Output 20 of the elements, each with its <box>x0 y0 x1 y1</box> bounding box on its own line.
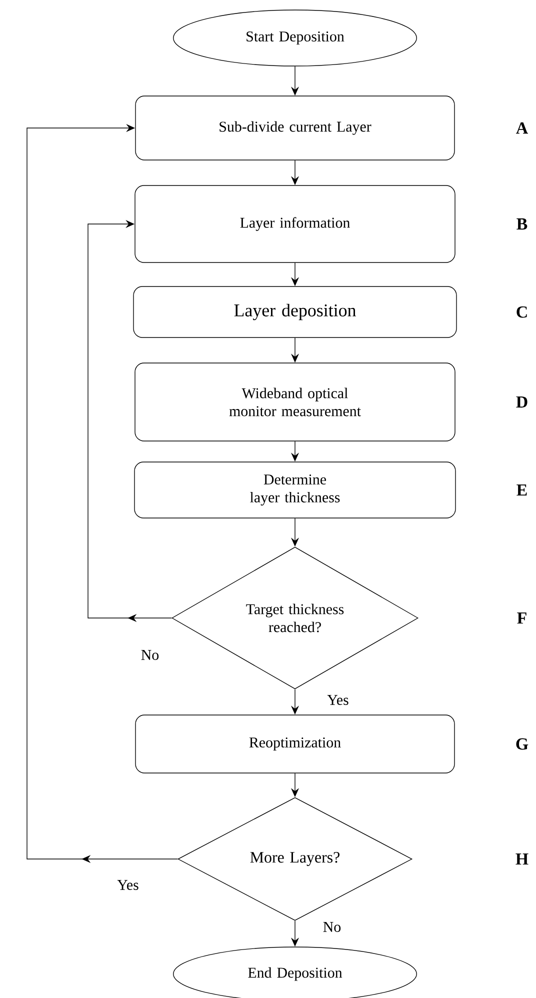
process-box: Determine layer thickness <box>134 462 456 518</box>
step-letter: C <box>516 306 527 318</box>
step-letter: B <box>516 218 528 230</box>
process-box: Layer information <box>134 185 456 263</box>
edge-label: Yes <box>116 879 140 891</box>
process-box: Reoptimization <box>135 714 455 774</box>
step-letter: A <box>516 122 528 134</box>
arrow <box>26 124 178 864</box>
step-letter: D <box>516 396 528 408</box>
edge-label: Yes <box>326 694 350 706</box>
edge-label: No <box>140 649 160 661</box>
edge-label: No <box>322 921 342 933</box>
step-letter: F <box>517 612 526 624</box>
step-letter: H <box>516 853 528 865</box>
step-letter: G <box>516 738 528 750</box>
step-letter: E <box>516 484 527 496</box>
arrow <box>88 220 172 622</box>
process-box: Sub-divide current Layer <box>135 96 455 160</box>
process-box: Layer deposition <box>133 286 457 338</box>
process-box: Wideband optical monitor measurement <box>134 362 456 442</box>
